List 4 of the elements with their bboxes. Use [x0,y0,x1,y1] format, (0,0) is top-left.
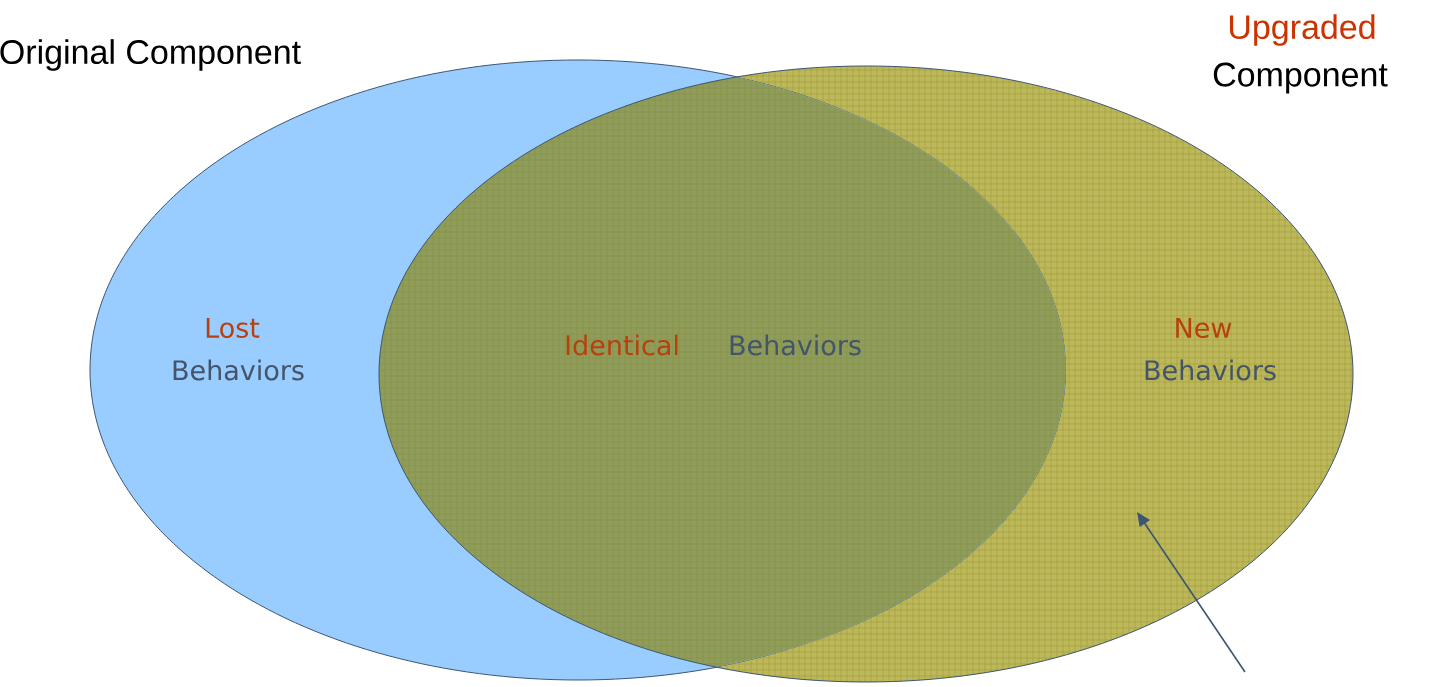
arrow [1137,512,1246,673]
region-label: Identical [566,334,678,356]
region-label: Behaviors [730,334,861,356]
node-label: Upgraded [1229,14,1375,46]
